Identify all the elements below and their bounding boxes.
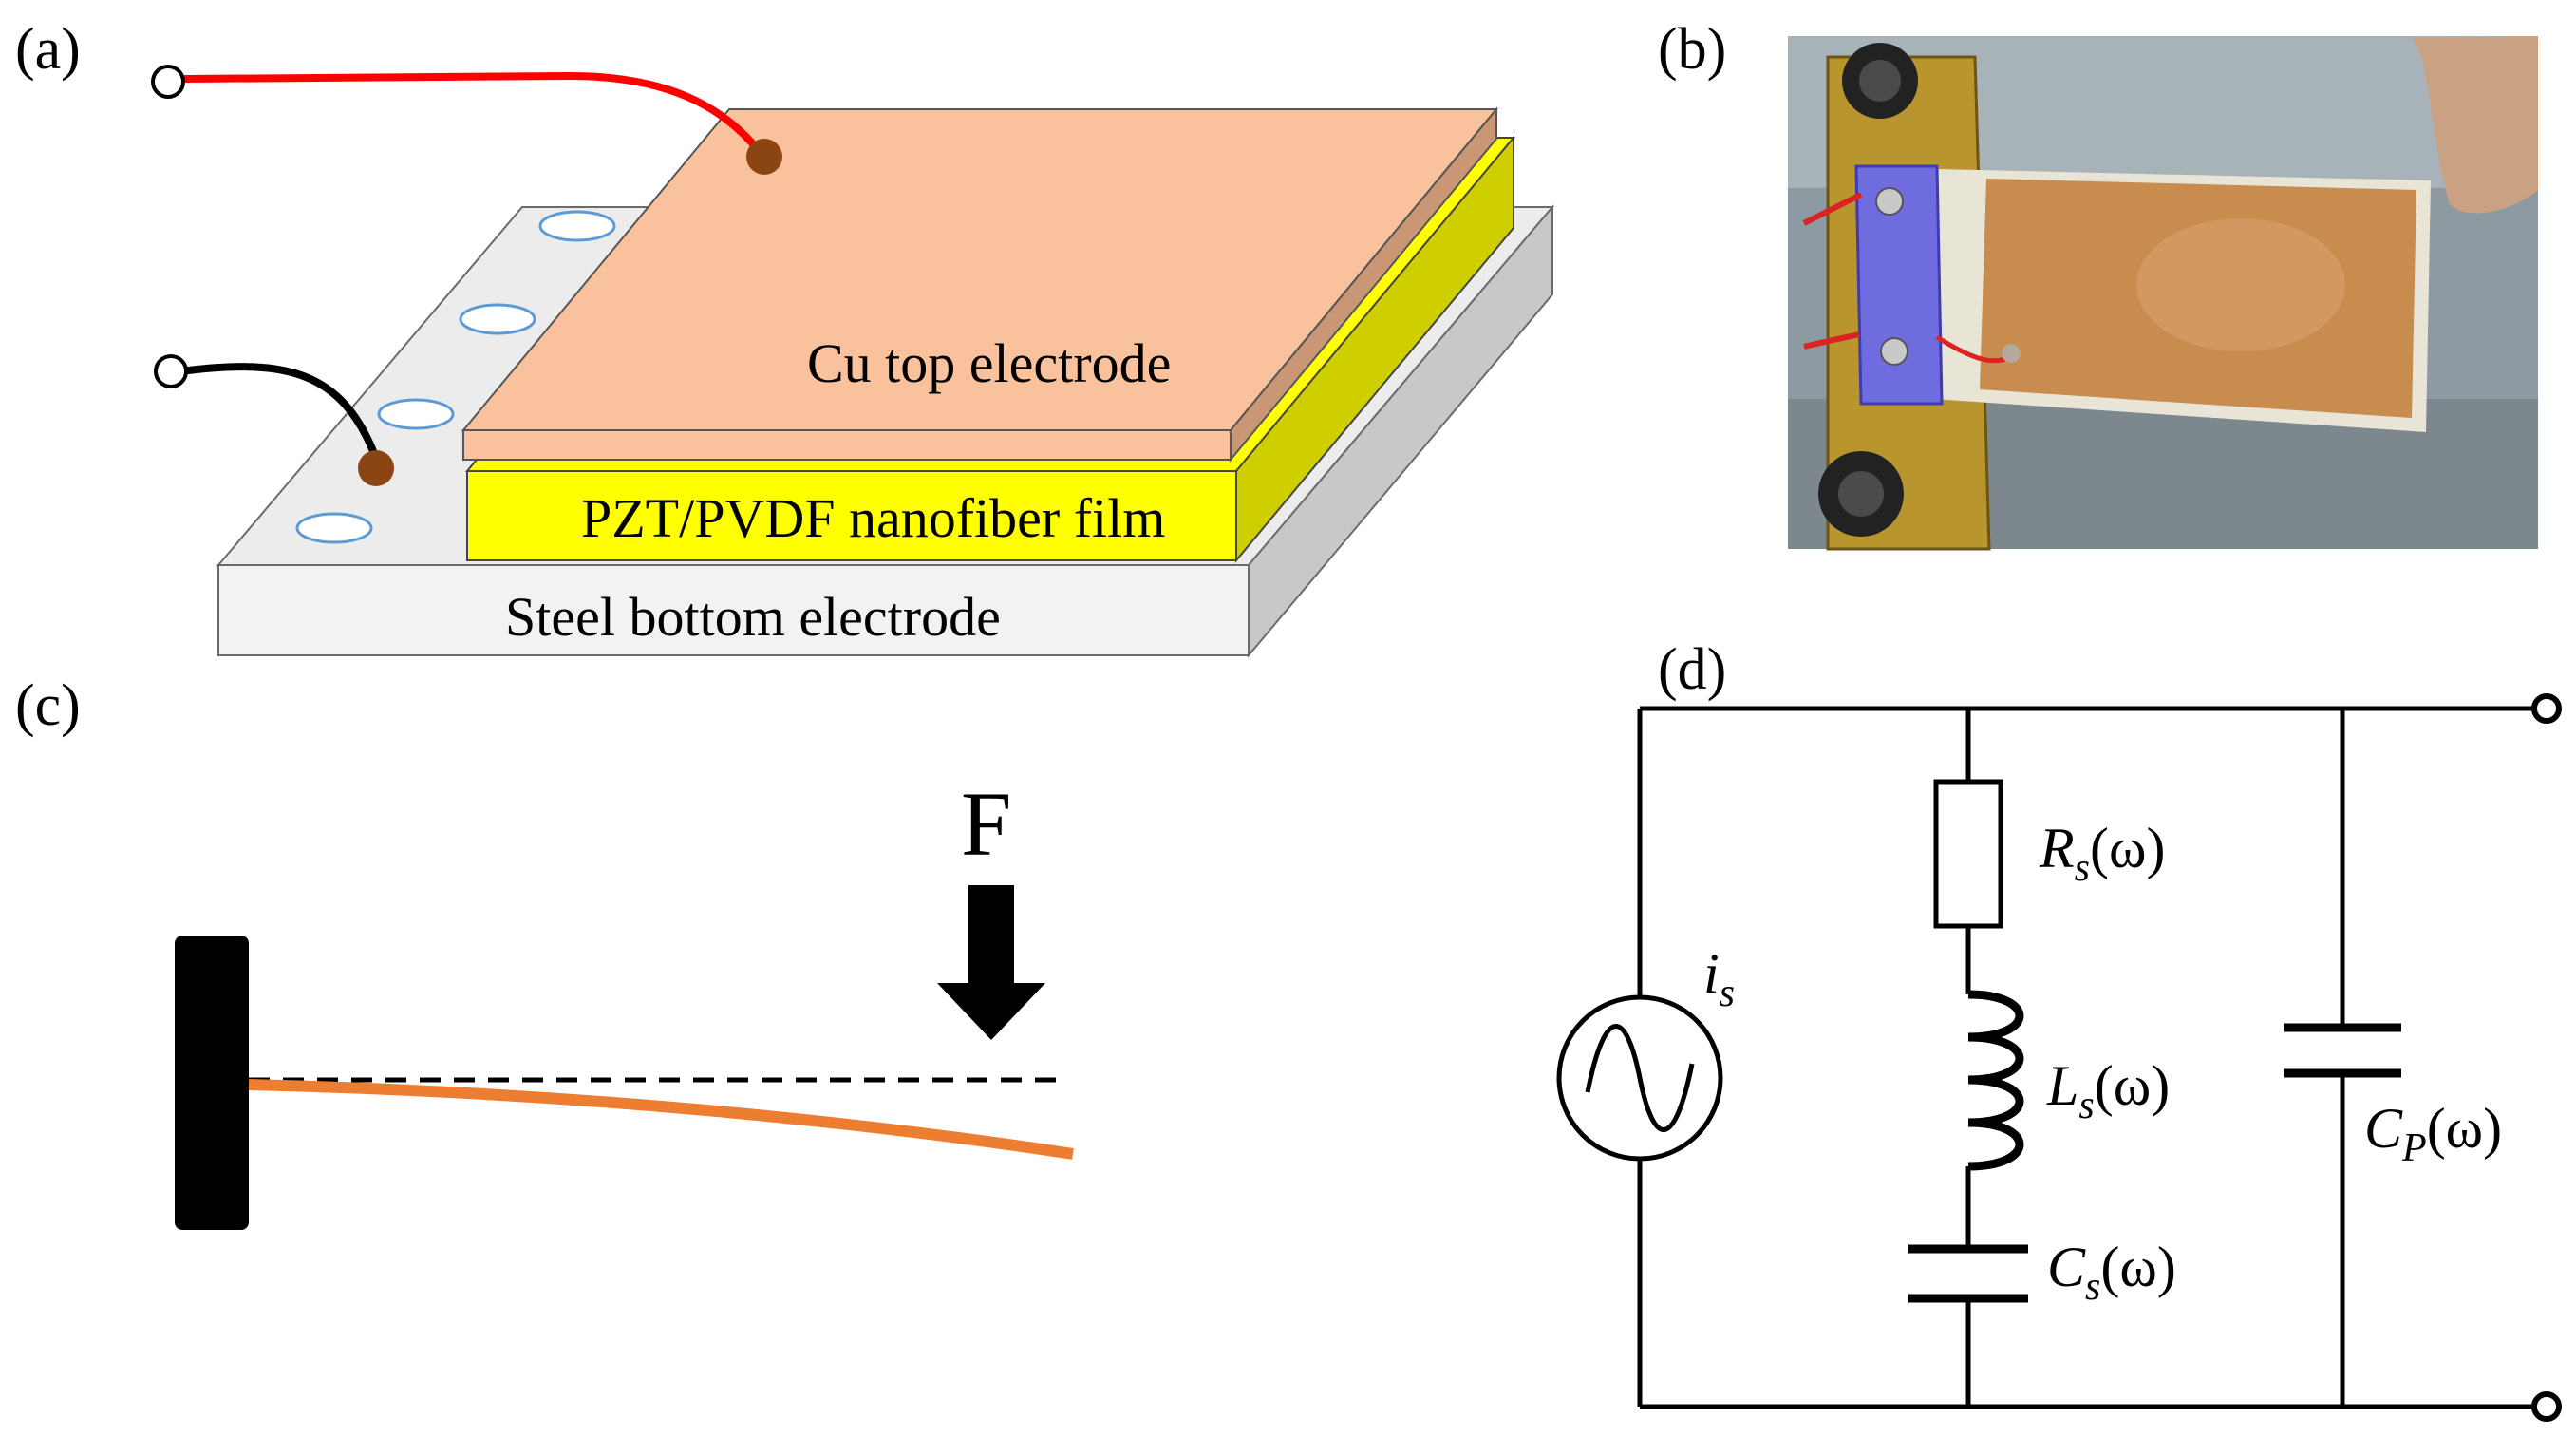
red-wire bbox=[181, 71, 763, 156]
solder-point bbox=[358, 450, 394, 486]
cp-label: CP(ω) bbox=[2364, 1097, 2502, 1170]
beam-clamp bbox=[175, 936, 249, 1230]
device-photo bbox=[1788, 36, 2538, 551]
film-side bbox=[1235, 135, 1514, 563]
cu-top-electrode-label: Cu top electrode bbox=[807, 332, 1171, 394]
inductor bbox=[1967, 990, 2024, 1171]
mount-hole bbox=[295, 512, 373, 544]
ls-label: Ls(ω) bbox=[2046, 1054, 2170, 1127]
solder-point bbox=[746, 139, 782, 175]
output-terminal bbox=[2531, 1391, 2562, 1422]
deflected-beam bbox=[248, 1079, 1074, 1160]
source-label: is bbox=[1703, 942, 1735, 1015]
panel-c-label: (c) bbox=[15, 673, 81, 738]
panel-a: (a) Steel bottom electrode PZT/PVDF nano… bbox=[15, 17, 1555, 658]
panel-c: (c) F bbox=[15, 673, 1074, 1230]
panel-b-label: (b) bbox=[1658, 17, 1726, 82]
terminal bbox=[154, 354, 188, 388]
panel-d-label: (d) bbox=[1658, 637, 1726, 702]
steel-base-side bbox=[1248, 204, 1553, 658]
black-wire bbox=[184, 363, 379, 460]
film-label: PZT/PVDF nanofiber film bbox=[581, 487, 1165, 549]
sine-wave-icon bbox=[1585, 1024, 1695, 1132]
circuit-wires bbox=[1637, 706, 2539, 1409]
mount-hole bbox=[538, 210, 616, 242]
resistor bbox=[1933, 779, 2003, 929]
panel-b: (b) bbox=[1658, 17, 2538, 551]
cs-label: Cs(ω) bbox=[2047, 1236, 2176, 1309]
force-arrow bbox=[937, 885, 1045, 1040]
mount-hole bbox=[377, 398, 455, 430]
cu-electrode-front bbox=[462, 429, 1232, 461]
mount-hole bbox=[459, 303, 536, 335]
steel-bottom-electrode-label: Steel bottom electrode bbox=[505, 586, 1001, 648]
panel-a-label: (a) bbox=[15, 17, 81, 82]
terminal bbox=[151, 65, 185, 99]
cu-electrode-side bbox=[1230, 106, 1497, 463]
panel-d: (d) is Rs(ω) Ls(ω) Cs(ω) CP(ω bbox=[1556, 637, 2562, 1422]
force-label: F bbox=[961, 773, 1011, 875]
output-terminal bbox=[2531, 693, 2562, 724]
rs-label: Rs(ω) bbox=[2039, 817, 2165, 890]
